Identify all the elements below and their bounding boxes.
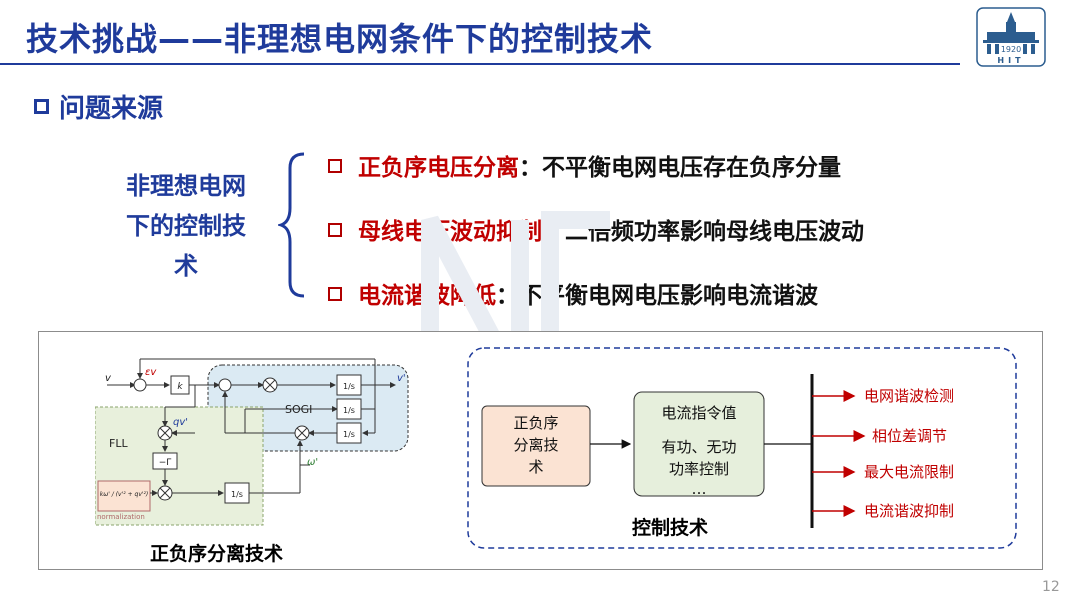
integrator-label: 1/s (343, 382, 355, 391)
block1-text-line: 术 (528, 458, 543, 476)
block2-text-line: 电流指令值 (661, 404, 736, 422)
curly-brace-icon (278, 152, 305, 298)
right-diagram-caption: 控制技术 (632, 517, 709, 539)
output-label: 电网谐波检测 (864, 387, 954, 405)
section-heading-text: 问题来源 (59, 94, 164, 124)
bullet-highlight: 正负序电压分离 (358, 155, 519, 181)
logo-letters: HIT (997, 56, 1024, 65)
normalization-label: normalization (97, 513, 145, 521)
side-label: 非理想电网 下的控制技 术 (116, 166, 256, 286)
page-number: 12 (1042, 579, 1060, 595)
block1-text-line: 正负序 (513, 414, 558, 432)
integrator-label: 1/s (231, 490, 243, 499)
signal-v-label: v (105, 373, 112, 384)
checkbox-square-icon (34, 99, 49, 114)
bullet-item: 正负序电压分离：不平衡电网电压存在负序分量 (328, 148, 864, 212)
side-label-line: 术 (174, 252, 198, 280)
dashed-frame (467, 347, 1017, 549)
control-technique-diagram: 正负序 分离技 术 电流指令值 有功、无功 功率控制 … 电网谐波检测 相位差调… (467, 347, 1017, 549)
bullet-text: ：不平衡电网电压存在负序分量 (519, 155, 841, 181)
slide-title: 技术挑战——非理想电网条件下的控制技术 (26, 20, 654, 58)
output-vprime-label: v' (397, 373, 406, 384)
sogi-fll-diagram: v εv k 1/s 1/s 1/s 1/s v' qv' SOGI FLL −… (95, 358, 409, 526)
output-qvprime-label: qv' (173, 417, 188, 428)
side-label-line: 非理想电网 (126, 172, 246, 200)
gamma-gain-label: −Γ (159, 458, 172, 468)
title-underline (0, 63, 960, 65)
output-label: 电流谐波抑制 (864, 502, 954, 520)
sequence-separation-block (481, 405, 591, 487)
error-epsilon-label: εv (145, 367, 157, 378)
bullet-square-icon (328, 286, 342, 301)
tower-icon (1007, 12, 1015, 22)
university-logo: 1920 HIT (976, 7, 1046, 67)
section-heading: 问题来源 (34, 88, 163, 125)
omega-label: ω' (307, 457, 318, 468)
bullet-square-icon (328, 222, 342, 237)
output-label: 最大电流限制 (864, 463, 954, 481)
side-label-line: 下的控制技 (126, 212, 246, 240)
gain-k-label: k (177, 382, 183, 392)
block1-text-line: 分离技 (513, 436, 558, 454)
logo-year: 1920 (1001, 45, 1021, 54)
normalization-expression: kω' / (v'² + qv'²) (100, 491, 149, 498)
integrator-label: 1/s (343, 430, 355, 439)
block2-text-line: … (692, 480, 707, 498)
block2-text-line: 功率控制 (669, 460, 729, 478)
left-diagram-caption: 正负序分离技术 (150, 543, 284, 565)
sogi-label: SOGI (285, 403, 312, 416)
output-label: 相位差调节 (872, 427, 947, 445)
integrator-label: 1/s (343, 406, 355, 415)
bullet-square-icon (328, 158, 342, 173)
fll-label: FLL (109, 437, 128, 450)
block2-text-line: 有功、无功 (661, 438, 736, 456)
